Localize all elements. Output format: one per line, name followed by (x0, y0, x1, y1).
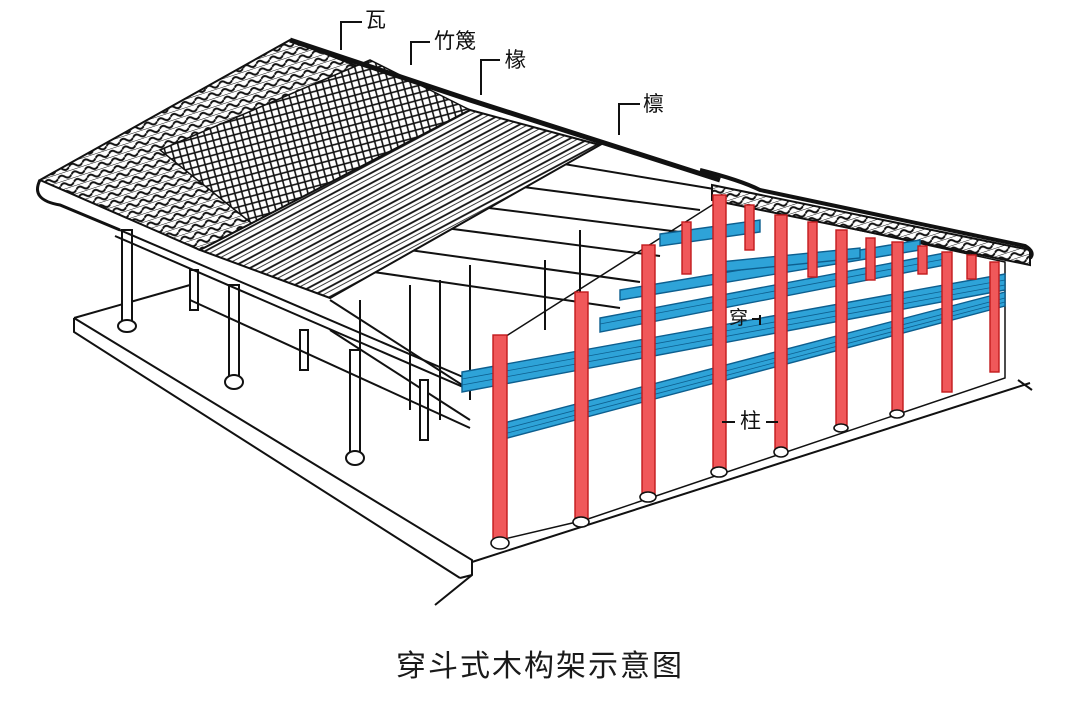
main-roof (36, 37, 721, 300)
label-rafter: 椽 (505, 48, 526, 72)
label-bamboo-mat: 竹篾 (434, 29, 476, 53)
side-roof (699, 168, 1034, 267)
column-bases (490, 409, 905, 550)
platform-base (73, 284, 1033, 606)
label-tile: 瓦 (365, 8, 386, 32)
veranda-beam (114, 227, 471, 429)
label-column: 柱 (740, 409, 761, 433)
leader-lines (340, 21, 778, 423)
label-purlin: 檩 (643, 92, 664, 116)
columns (492, 194, 1000, 541)
veranda-columns (117, 229, 429, 466)
label-tie-beam: 穿 (729, 307, 749, 329)
diagram-caption: 穿斗式木构架示意图 (396, 649, 684, 684)
